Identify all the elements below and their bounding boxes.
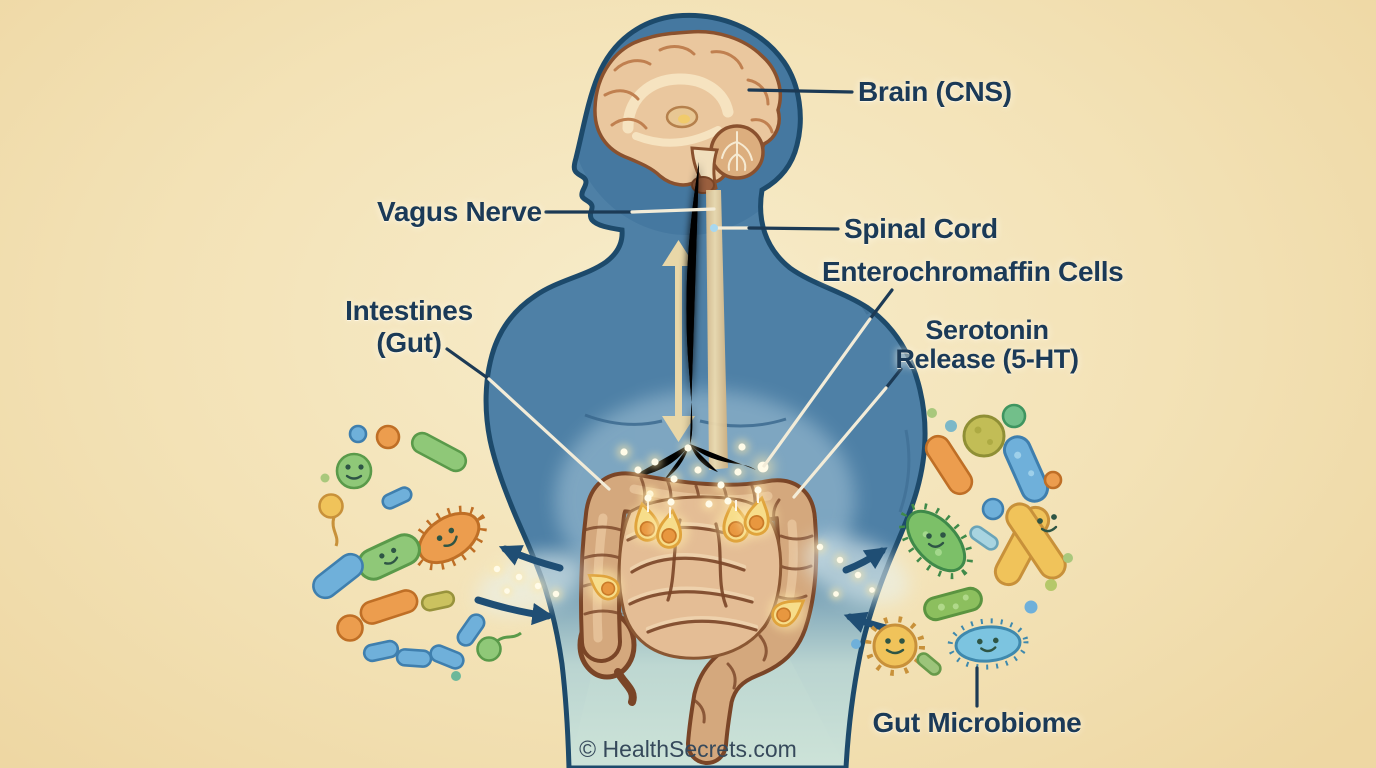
brain-illustration: [593, 29, 783, 194]
label-intestines-line2: (Gut): [376, 327, 442, 359]
label-intestines-line1: Intestines: [345, 295, 473, 326]
spinal-cord-band: [706, 190, 728, 470]
label-brain-cns: Brain (CNS): [858, 76, 1012, 107]
leader-lines: [445, 88, 979, 708]
left-microbiome-cluster: [312, 424, 522, 681]
gut-brain-bidirectional-arrow: [662, 240, 695, 442]
label-vagus-nerve: Vagus Nerve: [377, 196, 542, 227]
label-serotonin-line2: Release (5-HT): [895, 344, 1079, 375]
watermark-text: © HealthSecrets.com: [579, 736, 797, 762]
label-spinal-cord: Spinal Cord: [844, 213, 998, 244]
label-gut-microbiome: Gut Microbiome: [872, 707, 1082, 738]
label-enterochromaffin-cells: Enterochromaffin Cells: [822, 256, 1124, 287]
label-serotonin-release: Serotonin Release (5-HT): [887, 315, 1087, 375]
label-serotonin-line1: Serotonin: [925, 315, 1049, 345]
label-intestines-gut: Intestines (Gut): [319, 295, 499, 359]
right-microbiome-cluster: [851, 403, 1073, 676]
